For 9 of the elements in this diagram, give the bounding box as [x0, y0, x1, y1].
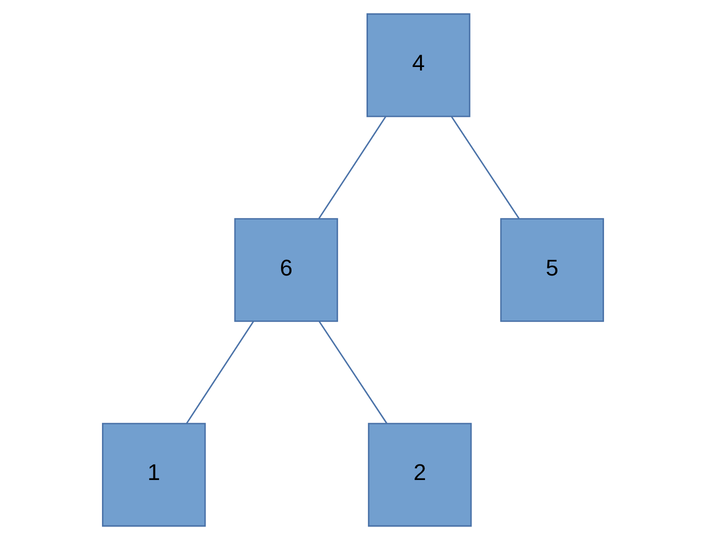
node-box: 4 [366, 13, 470, 118]
node-box: 2 [368, 422, 472, 527]
node-box: 6 [234, 218, 338, 322]
connector [318, 320, 388, 424]
node-box: 1 [102, 422, 206, 527]
connector [450, 116, 520, 219]
connector [186, 320, 254, 424]
node-box: 5 [500, 218, 604, 322]
connector [318, 116, 386, 219]
